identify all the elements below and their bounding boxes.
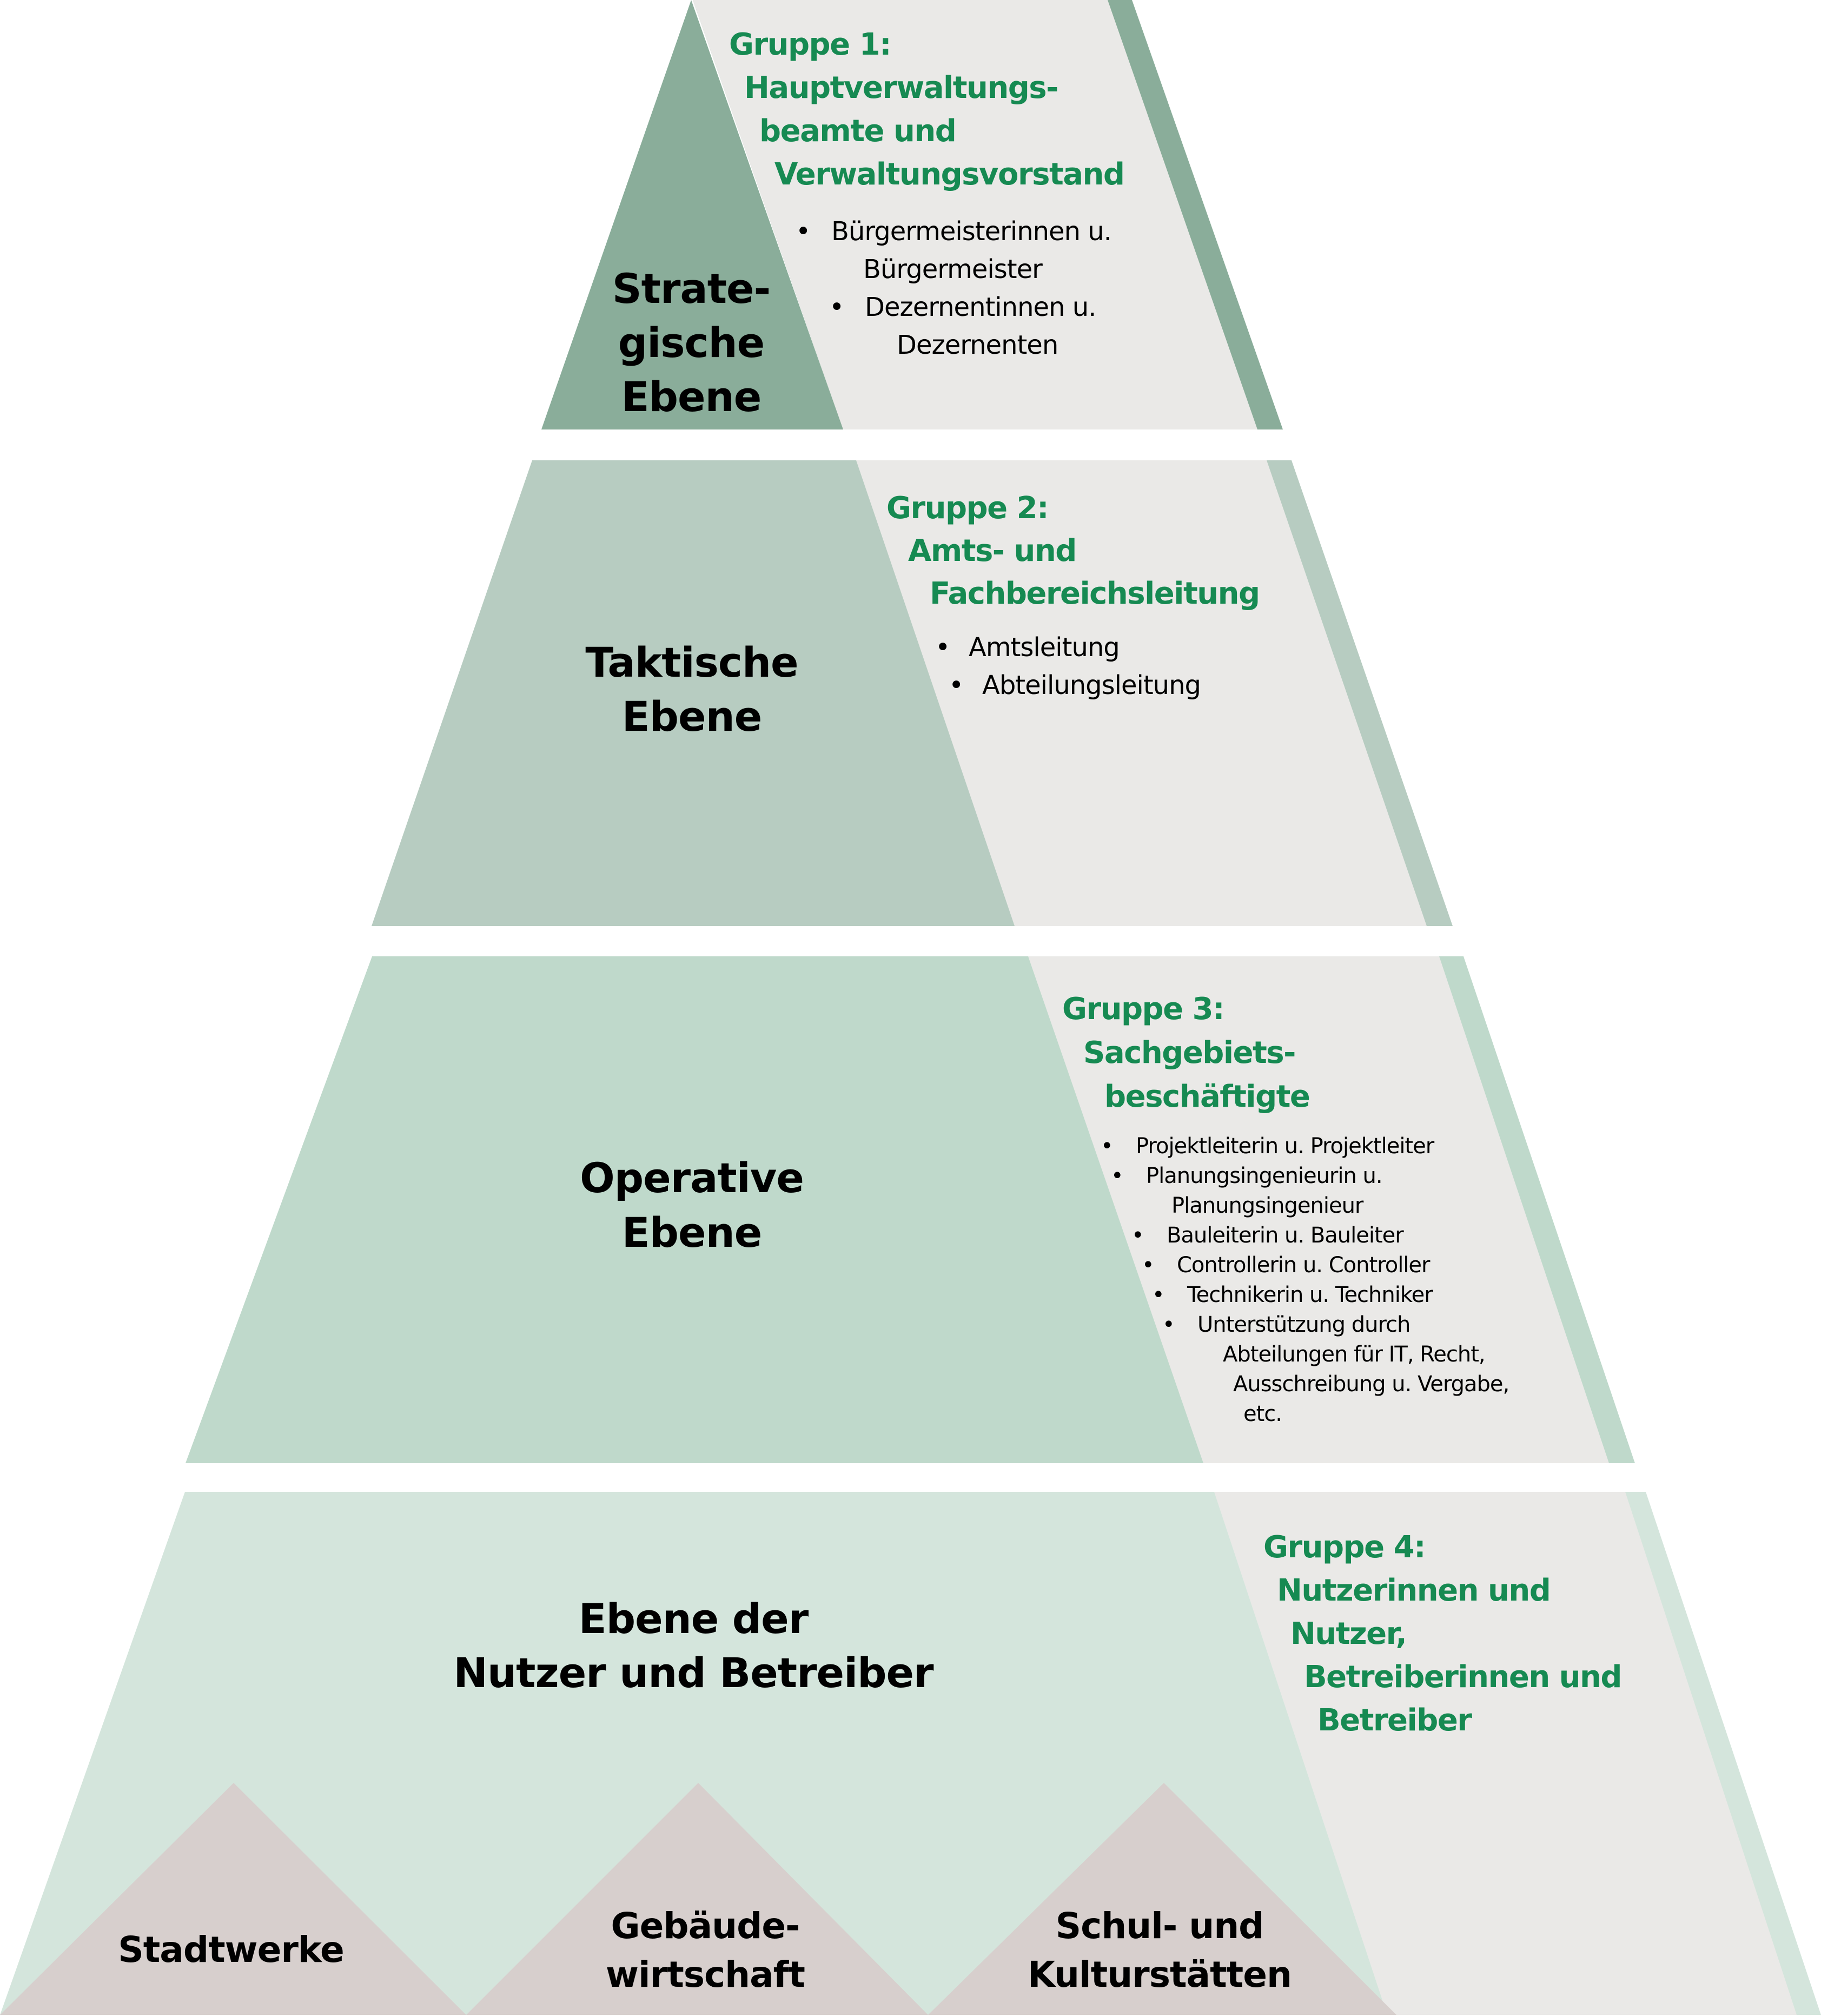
list-item-text: Bürgermeister — [863, 254, 1043, 285]
subunit-label-kulturstaetten: Schul- und Kulturstätten — [1028, 1908, 1292, 2006]
group-title-line: Nutzer, — [1290, 1616, 1407, 1651]
level-label-strategic: Strate- gische Ebene — [612, 265, 771, 431]
group-title-line: Betreiberinnen und — [1304, 1660, 1623, 1695]
group-title-line: Verwaltungsvorstand — [774, 157, 1125, 192]
list-item-text: Planungsingenieur — [1171, 1193, 1363, 1218]
tier-strategic — [541, 0, 1283, 429]
subunit-triangle-kulturstaetten — [928, 1783, 1396, 2015]
bullet-icon: • — [1142, 1253, 1155, 1278]
tier-tactical — [372, 460, 1453, 926]
list-item-text: Unterstützung durch — [1197, 1312, 1411, 1337]
tier-users-group-panel — [1214, 1492, 1797, 2015]
list-item-text: Abteilungen für IT, Recht, — [1223, 1342, 1486, 1367]
group-title-line: Hauptverwaltungs- — [744, 70, 1058, 105]
group-title-line: Sachgebiets- — [1083, 1035, 1296, 1070]
tier-strategic-group-panel — [693, 0, 1257, 429]
list-item-text: Amtsleitung — [969, 632, 1120, 663]
level-label-line: Ebene — [621, 1208, 763, 1257]
list-item-text: Projektleiterin u. Projektleiter — [1136, 1134, 1434, 1159]
list-item-text: Dezernentinnen u. — [865, 292, 1096, 322]
level-label-line: gische — [618, 319, 765, 367]
subunit-label-line: Schul- und — [1055, 1905, 1264, 1947]
group-title-line: Fachbereichsleitung — [930, 576, 1260, 611]
tier-tactical-group-panel — [856, 460, 1427, 926]
subunit-label-line: wirtschaft — [606, 1954, 805, 1995]
level-label-users: Ebene der Nutzer und Betreiber — [453, 1598, 933, 1707]
list-item-text: Bürgermeisterinnen u. — [831, 216, 1112, 247]
tier-tactical-level-area — [372, 460, 1015, 926]
list-item-text: Bauleiterin u. Bauleiter — [1167, 1223, 1404, 1248]
group-title-line: Betreiber — [1317, 1703, 1472, 1738]
list-item-text: Controllerin u. Controller — [1177, 1253, 1430, 1278]
level-label-line: Nutzer und Betreiber — [453, 1649, 933, 1697]
bullet-icon: • — [935, 632, 951, 663]
list-item-text: Dezernenten — [897, 330, 1058, 360]
tier-users — [0, 1492, 1821, 2015]
list-item-text: Planungsingenieurin u. — [1146, 1164, 1383, 1188]
group-title-line: Amts- und — [908, 533, 1077, 569]
subunit-label-gebaeudewirtschaft: Gebäude- wirtschaft — [606, 1908, 805, 2006]
tier-operative-group-panel — [1028, 956, 1609, 1463]
list-item-text: etc. — [1243, 1402, 1282, 1426]
tier-operative — [186, 956, 1635, 1463]
bullet-icon: • — [949, 670, 964, 700]
bullet-icon: • — [1101, 1134, 1114, 1159]
subunit-label-stadtwerke: Stadtwerke — [118, 1929, 345, 1971]
subunit-label-line: Gebäude- — [611, 1905, 800, 1947]
level-label-line: Operative — [580, 1154, 804, 1202]
group-title-line: Gruppe 4: — [1263, 1530, 1426, 1565]
subunit-triangle-stadtwerke — [0, 1783, 466, 2015]
level-label-line: Ebene der — [578, 1595, 809, 1643]
subunit-triangle-gebaeudewirtschaft — [466, 1783, 928, 2015]
level-label-line: Ebene — [621, 692, 763, 741]
list-item-text: Abteilungsleitung — [982, 670, 1201, 700]
level-label-line: Strate- — [612, 265, 771, 313]
tier-strategic-level-triangle — [541, 0, 843, 429]
subunit-label-line: Stadtwerke — [118, 1929, 345, 1971]
group-title-line: Gruppe 1: — [729, 27, 891, 62]
group-title-line: Gruppe 3: — [1062, 992, 1224, 1027]
group-title-line: Nutzerinnen und — [1277, 1573, 1551, 1608]
bullet-icon: • — [796, 216, 811, 247]
bullet-icon: • — [1152, 1283, 1165, 1307]
tier-operative-level-area — [186, 956, 1203, 1463]
subunit-label-line: Kulturstätten — [1028, 1954, 1292, 1995]
level-label-tactical: Taktische Ebene — [585, 642, 798, 750]
list-item-text: Ausschreibung u. Vergabe, — [1233, 1372, 1509, 1397]
level-label-line: Ebene — [621, 373, 762, 421]
bullet-icon: • — [829, 292, 845, 322]
tier-users-level-area — [0, 1492, 1387, 2015]
group-title-line: beamte und — [759, 114, 957, 149]
level-label-operative: Operative Ebene — [580, 1158, 804, 1267]
level-label-line: Taktische — [585, 638, 798, 686]
bullet-icon: • — [1162, 1312, 1175, 1337]
bullet-icon: • — [1111, 1164, 1124, 1188]
group-title-line: Gruppe 2: — [886, 491, 1049, 526]
bullet-icon: • — [1131, 1223, 1144, 1248]
group-title-line: beschäftigte — [1104, 1079, 1310, 1114]
list-item-text: Technikerin u. Techniker — [1187, 1283, 1433, 1307]
